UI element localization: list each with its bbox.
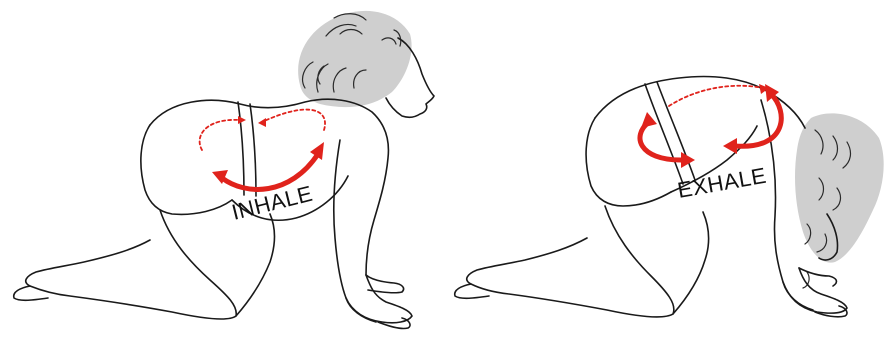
exhale-hip [586, 118, 671, 206]
inhale-dashed-arrow-left [200, 120, 240, 150]
inhale-drawing: INHALE [0, 0, 443, 341]
exhale-figure: EXHALE [443, 0, 886, 341]
exhale-foot [455, 284, 489, 298]
exhale-arrowhead-left-top-icon [641, 112, 657, 128]
exhale-leg [467, 206, 674, 317]
exhale-hair-icon [795, 113, 884, 288]
inhale-dashed-head-right-icon [258, 118, 266, 127]
inhale-back-arm [366, 275, 404, 293]
inhale-breath-arrows [200, 110, 325, 190]
exhale-dashed-arrow [669, 86, 763, 106]
exhale-arrowhead-center-left-icon [681, 152, 695, 168]
inhale-leg [26, 210, 237, 319]
inhale-hair-icon [298, 11, 411, 107]
exhale-back-leg [673, 212, 709, 314]
exhale-solid-arrow-right [735, 94, 781, 146]
exhale-back-arm [799, 268, 836, 286]
exhale-arrowhead-center-right-icon [723, 138, 737, 154]
inhale-waistband [238, 102, 256, 196]
inhale-hand [346, 298, 410, 329]
exhale-caption: EXHALE [676, 163, 769, 203]
inhale-dashed-arrow-right [262, 110, 325, 130]
exhale-torso-outline [595, 77, 805, 129]
inhale-figure: INHALE [0, 0, 443, 341]
exhale-drawing: EXHALE [443, 0, 886, 341]
inhale-foot [14, 286, 48, 300]
exhale-waistband [645, 82, 695, 184]
inhale-front-arm [334, 140, 412, 323]
inhale-hip [141, 125, 232, 214]
inhale-back-leg [236, 214, 275, 316]
inhale-dashed-head-left-icon [238, 116, 246, 124]
